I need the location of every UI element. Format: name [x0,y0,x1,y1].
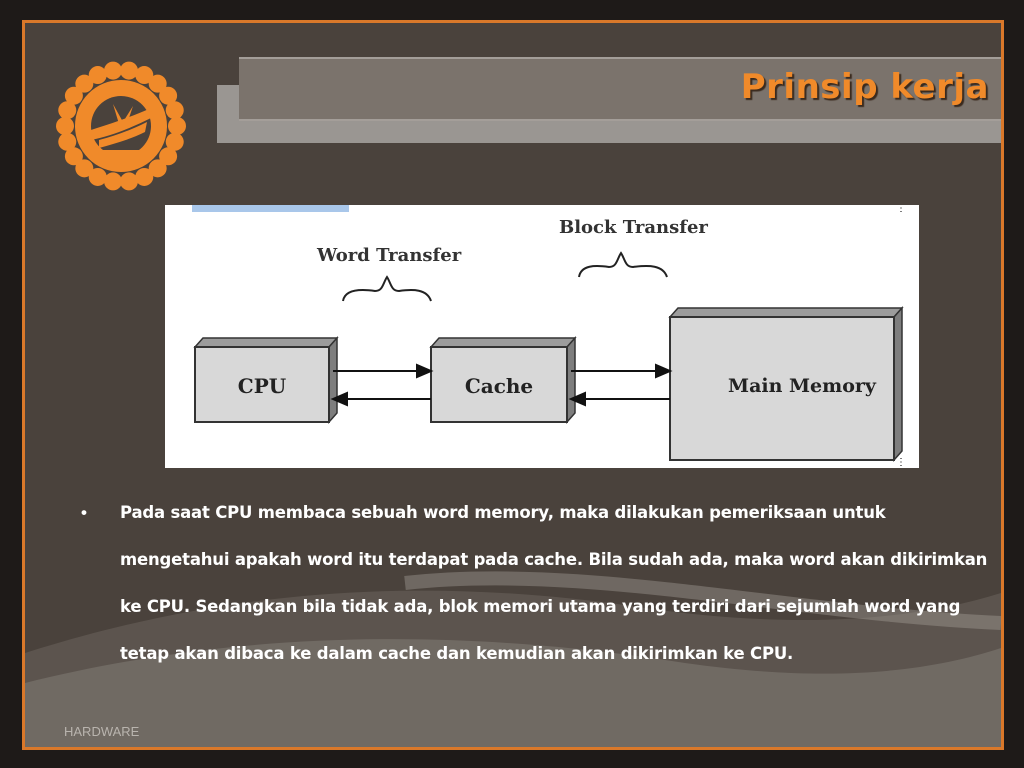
logo-ray [104,172,123,191]
logo-ray [165,132,184,151]
bullet-marker: • [81,503,87,522]
cpu-box [194,346,330,423]
block-transfer-label: Block Transfer [559,217,708,238]
logo-ray [135,66,154,85]
logo-ray [159,147,178,166]
footer-label: HARDWARE [64,724,140,739]
selection-handle-bar [192,205,349,212]
logo-ray [75,74,94,93]
logo-ray [88,66,107,85]
cpu-box-top [193,337,339,348]
cache-box [430,346,568,423]
university-logo-icon [56,61,186,191]
cache-box-top [429,337,577,348]
main-memory-box-top [668,307,904,318]
logo-ray [64,86,83,105]
slide-frame: Prinsip kerja ⋮ ⋮ Word Transfer Block Tr… [22,20,1004,750]
logo-ray [104,61,123,80]
logo-ray [119,61,138,80]
cpu-label: CPU [238,374,286,398]
main-memory-label: Main Memory [728,375,877,397]
logo-ray [88,167,107,186]
diagram-canvas: ⋮ ⋮ Word Transfer Block Transfer CPU Cac… [192,205,906,468]
logo-ray [135,167,154,186]
main-memory-box [669,316,895,461]
logo-ray [119,172,138,191]
word-transfer-label: Word Transfer [316,245,462,266]
logo-ray [165,101,184,120]
cpu-box-side [328,336,338,424]
logo-ray [75,159,94,178]
arrow-head-memory-to-cache [568,391,586,407]
decorative-swoosh [25,571,1001,747]
block-transfer-brace [578,251,668,278]
cache-diagram: ⋮ ⋮ Word Transfer Block Transfer CPU Cac… [165,205,919,468]
logo-ray [148,74,167,93]
logo-ray [148,159,167,178]
logo-ray [64,147,83,166]
arrow-head-cpu-to-cache [416,363,434,379]
title-bar: Prinsip kerja [239,57,1001,121]
logo-ray [168,117,186,135]
logo-ray [56,117,74,135]
logo-ray [159,86,178,105]
word-transfer-brace [342,275,432,302]
handle-dots-top: ⋮ [896,205,906,214]
handle-dots-bottom: ⋮ [896,457,906,468]
logo-ray [58,132,77,151]
arrow-head-cache-to-cpu [330,391,348,407]
bullet-text: Pada saat CPU membaca sebuah word memory… [120,503,988,663]
slide-title: Prinsip kerja [740,67,989,107]
logo-ray [58,101,77,120]
arrow-head-cache-to-memory [655,363,673,379]
cache-box-side [566,336,576,424]
cache-label: Cache [465,374,533,398]
main-memory-box-side [893,306,903,462]
